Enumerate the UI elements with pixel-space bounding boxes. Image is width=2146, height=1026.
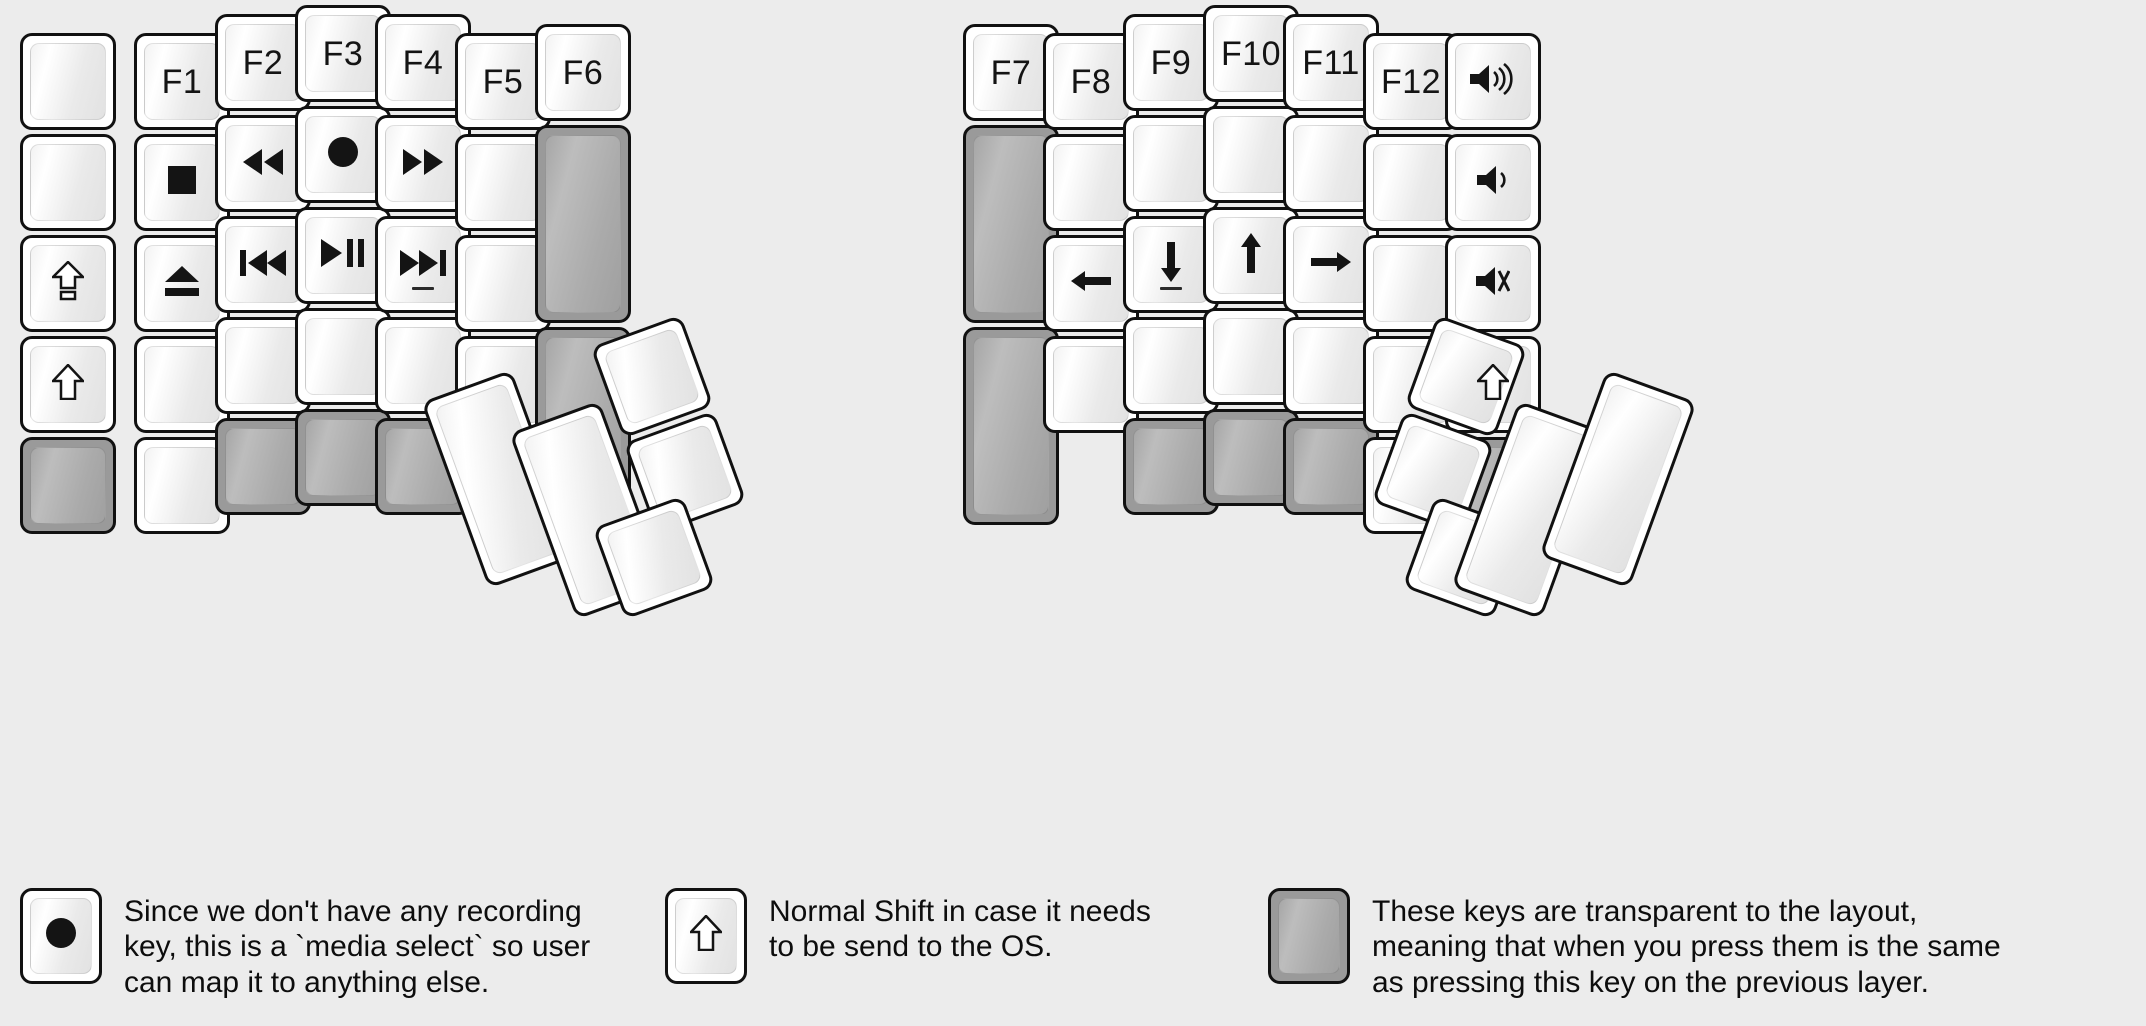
left-col-inner-key-1[interactable] <box>535 125 631 323</box>
keycap-face <box>225 327 301 404</box>
left-col-pinky-outer-key-3[interactable] <box>20 336 116 433</box>
keycap-face <box>973 337 1049 515</box>
keycap-face <box>1053 43 1129 120</box>
legend-text-0: Since we don't have any recording key, t… <box>124 895 591 999</box>
keycap-face <box>1053 245 1129 322</box>
keycap-face <box>1373 144 1449 221</box>
legend-text-2: These keys are transparent to the layout… <box>1372 895 2001 999</box>
keycap-face <box>1278 898 1340 974</box>
keycap-face <box>973 135 1049 313</box>
keycap-face <box>465 144 541 221</box>
keycap-face <box>225 428 301 505</box>
keycap-face <box>1213 116 1289 193</box>
left-col-inner-key-0[interactable]: F6 <box>535 24 631 121</box>
keycap-face <box>1133 125 1209 202</box>
keycap-face <box>144 346 220 423</box>
keycap-face <box>1455 144 1531 221</box>
keycap-face <box>1551 382 1685 576</box>
right-col-pinky-outer-key-2[interactable] <box>1445 235 1541 332</box>
right-col-middle-key-1[interactable] <box>1203 106 1299 203</box>
left-col-pinky-outer-key-1[interactable] <box>20 134 116 231</box>
legend-key-shift-icon <box>665 888 747 984</box>
keycap-face <box>30 43 106 120</box>
keycap-face <box>1133 327 1209 404</box>
keycap-face <box>1053 346 1129 423</box>
right-col-pinky-key-2[interactable] <box>1363 235 1459 332</box>
right-col-pinky-key-1[interactable] <box>1363 134 1459 231</box>
right-col-ring-key-1[interactable] <box>1283 115 1379 212</box>
legend-key-media-record-icon <box>20 888 102 984</box>
keycap-face <box>385 125 461 202</box>
keycap-face <box>30 144 106 221</box>
keycap-face <box>225 226 301 303</box>
keycap-face <box>30 346 106 423</box>
keycap-face <box>144 245 220 322</box>
keycap-face <box>1293 125 1369 202</box>
keycap-face <box>305 419 381 496</box>
keycap-face <box>1293 428 1369 505</box>
shift-icon <box>688 914 724 957</box>
keycap-face <box>1373 245 1449 322</box>
keycap-face <box>1455 245 1531 322</box>
left-col-pinky-outer-key-2[interactable] <box>20 235 116 332</box>
keycap-face <box>1213 318 1289 395</box>
media-record-icon <box>45 917 77 955</box>
keycap-face <box>385 226 461 303</box>
left-col-pinky-key-4[interactable] <box>134 437 230 534</box>
keycap-face <box>30 898 92 974</box>
keycap-face <box>1417 327 1515 426</box>
legend-item-1: Normal Shift in case it needs to be send… <box>665 888 1151 984</box>
keycap-face <box>305 15 381 92</box>
keycap-face <box>1053 144 1129 221</box>
keycap-face <box>225 125 301 202</box>
keycap-face <box>1293 226 1369 303</box>
keycap-face <box>30 447 106 524</box>
keycap-face <box>1213 15 1289 92</box>
keycap-face <box>225 24 301 101</box>
keycap-face <box>1293 24 1369 101</box>
left-col-pinky-outer-key-0[interactable] <box>20 33 116 130</box>
keycap-face <box>1373 43 1449 120</box>
key-tick-mark <box>1160 286 1182 290</box>
keycap-face <box>605 508 703 607</box>
legend-item-0: Since we don't have any recording key, t… <box>20 888 590 1000</box>
keycap-face <box>305 217 381 294</box>
right-col-inner-key-1[interactable] <box>963 125 1059 323</box>
keycap-face <box>305 318 381 395</box>
legend-item-2: These keys are transparent to the layout… <box>1268 888 2001 1000</box>
keycap-face <box>1293 327 1369 404</box>
keycap-face <box>1213 217 1289 294</box>
legend-key-transparent-key-icon <box>1268 888 1350 984</box>
right-col-pinky-outer-key-1[interactable] <box>1445 134 1541 231</box>
keycap-face <box>1213 419 1289 496</box>
keycap-face <box>1133 226 1209 303</box>
left-col-middle-key-1[interactable] <box>295 106 391 203</box>
keycap-face <box>465 43 541 120</box>
keycap-face <box>144 43 220 120</box>
left-col-pinky-key-3[interactable] <box>134 336 230 433</box>
keycap-face <box>30 245 106 322</box>
keycap-face <box>973 34 1049 111</box>
right-col-pinky-key-0[interactable]: F12 <box>1363 33 1459 130</box>
keycap-face <box>305 116 381 193</box>
keycap-face <box>545 34 621 111</box>
keycap-face <box>385 24 461 101</box>
keycap-face <box>144 144 220 221</box>
right-col-index-inner-key-1[interactable] <box>1043 134 1139 231</box>
keycap-face <box>545 135 621 313</box>
keycap-face <box>603 327 701 426</box>
keycap-face <box>1455 43 1531 120</box>
key-tick-mark <box>412 286 434 290</box>
right-col-pinky-outer-key-0[interactable] <box>1445 33 1541 130</box>
left-col-pinky-outer-key-4[interactable] <box>20 437 116 534</box>
legend-text-1: Normal Shift in case it needs to be send… <box>769 895 1151 964</box>
keycap-face <box>1133 24 1209 101</box>
keycap-face <box>465 245 541 322</box>
keycap-face <box>1133 428 1209 505</box>
keycap-face <box>144 447 220 524</box>
